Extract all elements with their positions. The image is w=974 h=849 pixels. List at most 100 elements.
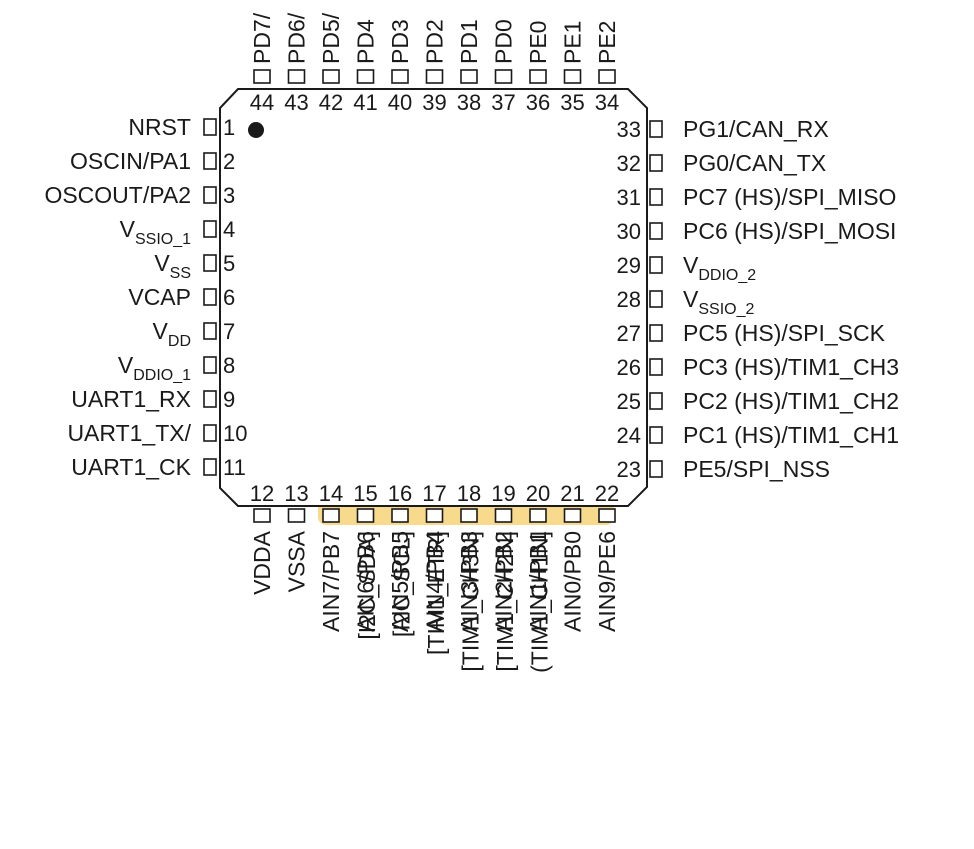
- pin-pad-4: [203, 220, 217, 238]
- pin-label-26: PC3 (HS)/TIM1_CH3: [683, 354, 899, 380]
- pin-number-2: 2: [223, 149, 235, 174]
- pin-pad-23: [649, 460, 663, 478]
- pin-pad-21: [563, 508, 582, 523]
- pin-pad-35: [563, 69, 582, 84]
- pin-number-43: 43: [284, 90, 308, 115]
- pin-label-21: AIN0/PB0: [560, 531, 586, 632]
- pin-pad-30: [649, 222, 663, 240]
- pin-pad-3: [203, 186, 217, 204]
- pin-number-39: 39: [422, 90, 446, 115]
- pin-pad-33: [649, 120, 663, 138]
- pin-number-7: 7: [223, 319, 235, 344]
- pin-number-29: 29: [617, 253, 641, 278]
- pin-label-6: VCAP: [128, 284, 191, 310]
- pin-label-20: AIN1/PB1: [525, 531, 551, 632]
- pin-pad-2: [203, 152, 217, 170]
- pin-label-36: PE0: [525, 21, 551, 64]
- pin-number-15: 15: [353, 481, 377, 506]
- pin-number-21: 21: [560, 481, 584, 506]
- pin-number-5: 5: [223, 251, 235, 276]
- pin-number-9: 9: [223, 387, 235, 412]
- pin-label-11: UART1_CK: [71, 454, 191, 480]
- pin-label-22: AIN9/PE6: [594, 531, 620, 632]
- pin-pad-24: [649, 426, 663, 444]
- pin-number-44: 44: [250, 90, 274, 115]
- pin-number-1: 1: [223, 115, 235, 140]
- pin-pad-28: [649, 290, 663, 308]
- pin-label-8: VDDIO_1: [118, 352, 191, 384]
- pin-label-30: PC6 (HS)/SPI_MOSI: [683, 218, 896, 244]
- pin-label-12: VDDA: [249, 530, 275, 595]
- pin-label-14: AIN7/PB7: [318, 531, 344, 632]
- pin-label-43: PD6/: [284, 12, 310, 64]
- pin-number-37: 37: [491, 90, 515, 115]
- pin-number-11: 11: [223, 455, 246, 480]
- pins-layer: 1NRST2OSCIN/PA13OSCOUT/PA24VSSIO_15VSS6V…: [44, 12, 899, 673]
- pin-label-32: PG0/CAN_TX: [683, 150, 826, 176]
- pin-label-4: VSSIO_1: [120, 216, 191, 248]
- pin-label-33: PG1/CAN_RX: [683, 116, 829, 142]
- pin-number-12: 12: [250, 481, 274, 506]
- pin-label-9: UART1_RX: [71, 386, 191, 412]
- pin-label-2: OSCIN/PA1: [70, 148, 191, 174]
- pin-number-19: 19: [491, 481, 515, 506]
- pin-pad-42: [322, 69, 340, 84]
- pin-pad-32: [649, 154, 663, 172]
- pin-pad-43: [287, 69, 306, 84]
- pin-number-40: 40: [388, 90, 412, 115]
- pin-label-41: PD4: [353, 19, 379, 64]
- pin-number-8: 8: [223, 353, 235, 378]
- pin-pad-37: [494, 69, 513, 84]
- pin-pad-27: [649, 324, 663, 342]
- pin-label-19: AIN2/PB2: [491, 531, 517, 632]
- pin-label-18-alt: [TIM1_ETR]: [423, 531, 449, 655]
- pin-pad-10: [203, 424, 217, 442]
- pin-number-28: 28: [617, 287, 641, 312]
- pin-pad-39: [425, 69, 444, 84]
- pin-label-17: AIN4/PB4: [422, 531, 448, 632]
- pin-number-33: 33: [617, 117, 641, 142]
- pin-label-31: PC7 (HS)/SPI_MISO: [683, 184, 896, 210]
- pin-label-21-alt: (TIM1_CH1N]: [527, 531, 553, 673]
- pin-pad-7: [203, 322, 217, 340]
- pin-pad-19: [494, 508, 513, 523]
- pin-label-18: AIN3/PB3: [456, 531, 482, 632]
- pin-number-18: 18: [457, 481, 481, 506]
- pin-label-16: AIN5/PB5: [387, 531, 413, 632]
- pin-number-23: 23: [617, 457, 641, 482]
- pin-number-41: 41: [353, 90, 377, 115]
- pin-number-3: 3: [223, 183, 235, 208]
- pin-pad-17: [425, 508, 444, 523]
- pin-label-34: PE2: [594, 21, 620, 64]
- pin-label-7: VDD: [153, 318, 191, 350]
- pin-pad-31: [649, 188, 663, 206]
- pin-pad-38: [460, 69, 478, 84]
- pin-label-10: UART1_TX/: [67, 420, 191, 446]
- pin-number-26: 26: [617, 355, 641, 380]
- pin-pad-26: [649, 358, 663, 376]
- pin-label-20-alt: [TIM1_CH2N]: [492, 531, 518, 672]
- pin-pad-5: [203, 254, 217, 272]
- pin-label-15: AIN6/PB6: [353, 531, 379, 632]
- pin-label-3: OSCOUT/PA2: [44, 182, 191, 208]
- pin-label-13: VSSA: [284, 530, 310, 592]
- pin-number-42: 42: [319, 90, 343, 115]
- pin-number-13: 13: [284, 481, 308, 506]
- pin-number-32: 32: [617, 151, 641, 176]
- pin-number-22: 22: [595, 481, 619, 506]
- pin-pad-12: [253, 508, 271, 523]
- pin-label-35: PE1: [560, 21, 586, 64]
- pin-pad-11: [203, 458, 217, 476]
- pin-pad-6: [203, 288, 217, 306]
- pin-pad-18: [460, 508, 478, 523]
- pin-label-42: PD5/: [318, 12, 344, 64]
- pin-number-30: 30: [617, 219, 641, 244]
- pin-label-28: VSSIO_2: [683, 286, 754, 318]
- pin-pad-9: [203, 390, 217, 408]
- chip-body: [219, 88, 648, 507]
- pin-number-36: 36: [526, 90, 550, 115]
- pin1-marker-dot: [248, 122, 264, 138]
- pin-label-16-alt: [I2C_SDA]: [354, 531, 380, 640]
